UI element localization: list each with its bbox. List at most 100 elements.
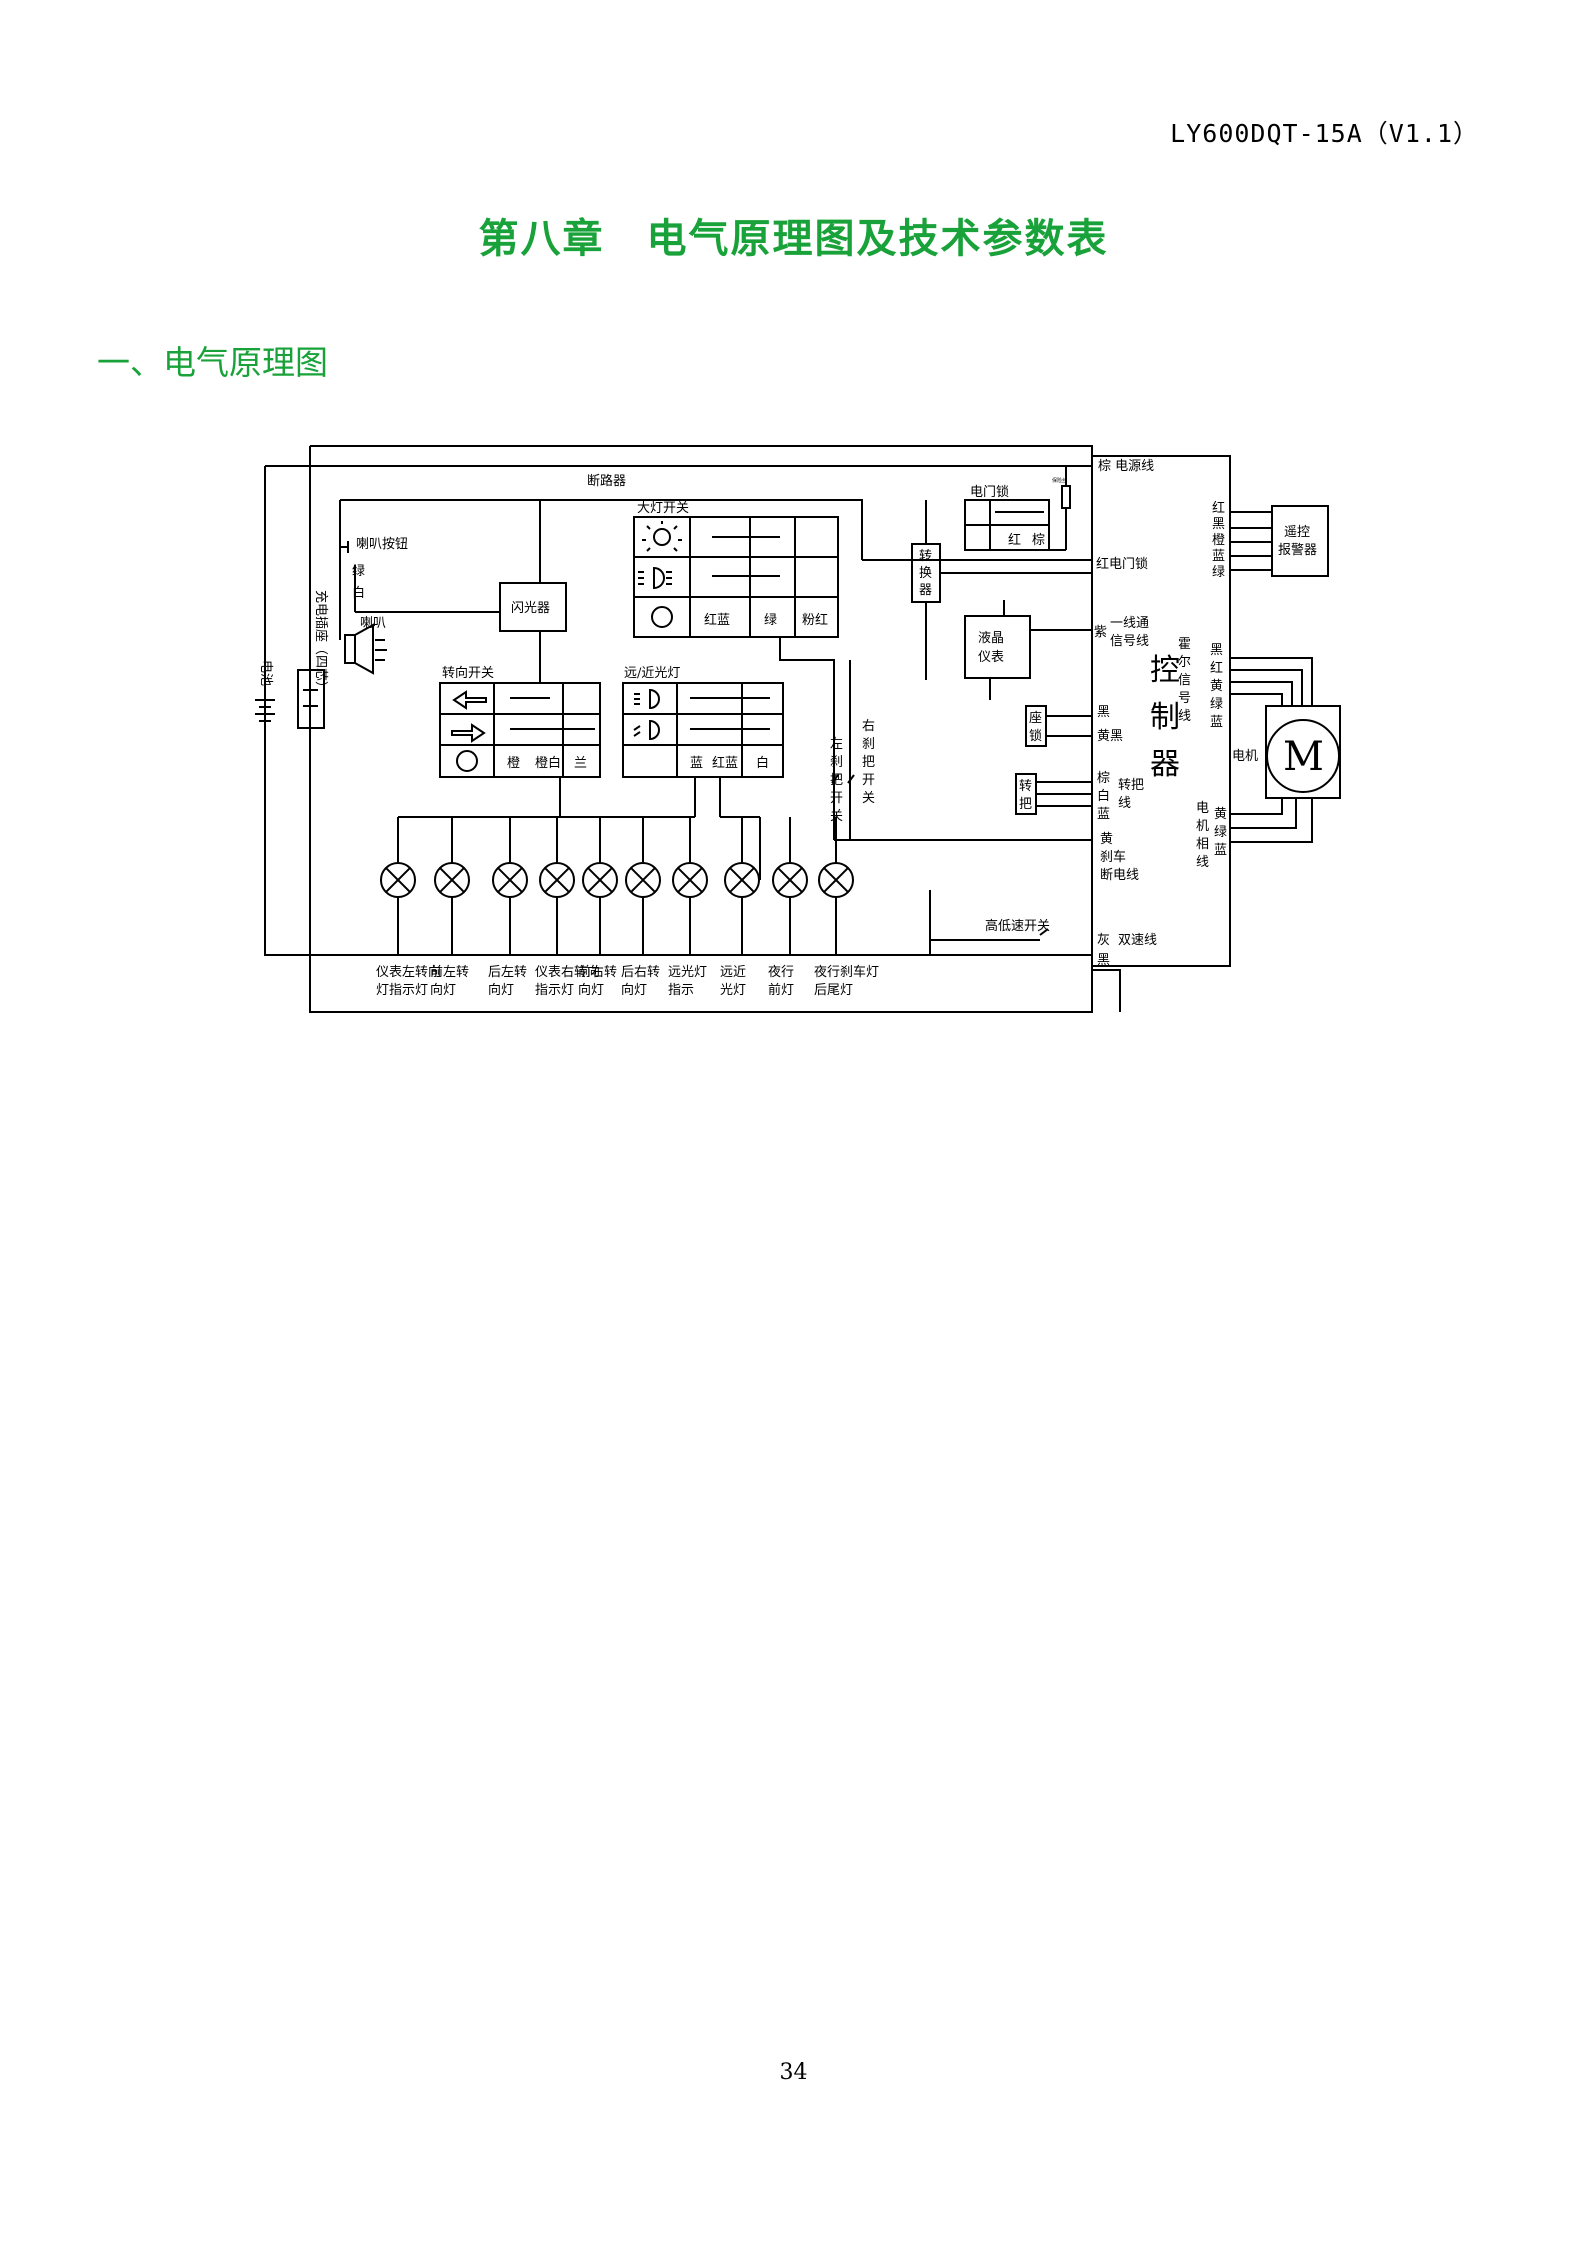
- fuse-label: 保险丝: [1052, 477, 1067, 484]
- lamp-label-9-2: 前灯: [768, 982, 794, 998]
- hall-color-3: 黄: [1210, 679, 1223, 694]
- right-brake-1: 右: [862, 719, 875, 734]
- lamp-label-2-2: 向灯: [430, 982, 456, 998]
- throttle-char-1: 转: [1019, 779, 1032, 794]
- hall-color-4: 绿: [1210, 697, 1223, 712]
- phase-label-1: 电: [1196, 801, 1209, 816]
- converter-char-2: 换: [919, 566, 932, 581]
- lamp-cross-7: [677, 867, 703, 893]
- high-beam-icon: [634, 688, 660, 710]
- headlight-off-icon: [651, 606, 673, 628]
- hall-color-2: 红: [1210, 660, 1223, 676]
- throttle-color-1: 棕: [1097, 771, 1110, 786]
- hall-label-5: 线: [1178, 709, 1191, 724]
- left-brake-5: 关: [830, 809, 843, 824]
- comm-color-label: 紫: [1094, 625, 1107, 640]
- converter-char-1: 转: [919, 549, 932, 564]
- lamp-label-3-2: 向灯: [488, 982, 514, 998]
- beam-switch-grid: [622, 682, 784, 778]
- turn-left-arrow-icon: [452, 690, 487, 710]
- lamp-label-6-2: 向灯: [621, 982, 647, 998]
- lamp-cross-1: [385, 867, 411, 893]
- lamp-cross-4: [544, 867, 570, 893]
- seat-lock-char-1: 座: [1029, 711, 1042, 726]
- lcd-meter-label-2: 仪表: [978, 650, 1004, 665]
- comm-label-1: 一线通: [1110, 616, 1149, 631]
- brake-color-label: 黄: [1100, 832, 1113, 847]
- section-heading: 一、电气原理图: [97, 343, 328, 382]
- turn-right-arrow-icon: [451, 723, 486, 743]
- seat-lock-box: [1025, 705, 1047, 747]
- door-lock-wire-red: 红: [1008, 532, 1021, 548]
- speed-switch-label: 高低速开关: [985, 918, 1050, 934]
- left-brake-2: 刹: [830, 755, 843, 770]
- hall-color-1: 黑: [1210, 643, 1223, 658]
- lamp-label-10-1: 夜行刹车灯: [814, 964, 879, 980]
- alarm-color-1: 红: [1212, 500, 1225, 516]
- lamp-label-6-1: 后右转: [621, 965, 660, 980]
- phase-label-2: 机: [1196, 819, 1209, 834]
- throttle-char-2: 把: [1019, 797, 1032, 812]
- lamp-label-5-1: 前右转: [578, 964, 617, 980]
- power-wire-label: 棕 电源线: [1098, 459, 1154, 474]
- converter-char-3: 器: [919, 583, 932, 598]
- turn-switch-grid: [439, 682, 601, 778]
- controller-char-1: 控: [1150, 653, 1180, 688]
- outer-top-wire: [309, 445, 1093, 1013]
- flasher-label: 闪光器: [511, 601, 550, 616]
- speed-wire-label: 双速线: [1118, 933, 1157, 948]
- phase-color-2: 绿: [1214, 825, 1227, 840]
- alarm-color-5: 绿: [1212, 565, 1225, 580]
- throttle-wire-label-1: 转把: [1118, 778, 1144, 793]
- left-brake-4: 开: [830, 791, 843, 806]
- motor-symbol: M: [1283, 734, 1324, 780]
- lamp-row: 仪表左转向灯指示灯前左转向灯后左转向灯仪表右转向指示灯前右转向灯后右转向灯远光灯…: [376, 817, 879, 998]
- headlight-wire-1: 红蓝: [704, 612, 730, 628]
- lamp-label-8-1: 远近: [720, 965, 746, 980]
- speed-color-2: 黑: [1097, 953, 1110, 968]
- right-brake-5: 关: [862, 791, 875, 806]
- lamp-label-4-1: 仪表右转向: [535, 964, 600, 980]
- lcd-meter-box: [964, 615, 1031, 679]
- lamp-label-2-1: 前左转: [430, 964, 469, 980]
- lcd-meter-label-1: 液晶: [978, 631, 1004, 646]
- flasher-box: [499, 582, 567, 632]
- seat-black-label: 黑: [1097, 705, 1110, 720]
- lamp-label-1-1: 仪表左转向: [376, 964, 441, 980]
- outer-left-wire: [264, 466, 1092, 956]
- lamp-cross-5: [587, 867, 613, 893]
- throttle-color-3: 蓝: [1097, 807, 1110, 822]
- speed-color-1: 灰: [1097, 933, 1110, 948]
- chapter-title: 第八章 电气原理图及技术参数表: [478, 215, 1109, 262]
- horn-label: 喇叭: [360, 616, 386, 631]
- turn-off-icon: [456, 750, 478, 772]
- alarm-color-4: 蓝: [1212, 549, 1225, 564]
- lamp-label-1-2: 灯指示灯: [376, 983, 428, 998]
- horn-wire-green: 绿: [352, 564, 365, 579]
- hall-label-3: 信: [1178, 673, 1191, 688]
- horn-icon: [344, 623, 374, 675]
- headlight-switch-grid: [633, 516, 839, 638]
- headlight-wire-3: 粉红: [802, 612, 828, 628]
- fuse-icon: [1061, 485, 1071, 509]
- remote-alarm-box: [1271, 505, 1329, 577]
- outer-bottom-wire: [1092, 969, 1121, 1012]
- headlight-wire-2: 绿: [764, 613, 777, 628]
- alarm-label-1: 遥控: [1284, 525, 1310, 540]
- left-brake-3: 把: [830, 773, 843, 788]
- alarm-color-3: 橙: [1212, 533, 1225, 548]
- controller-char-3: 器: [1150, 747, 1180, 782]
- phase-label-3: 相: [1196, 837, 1209, 852]
- right-brake-4: 开: [862, 773, 875, 788]
- lamp-cross-8: [729, 867, 755, 893]
- lamp-label-3-1: 后左转: [488, 965, 527, 980]
- horn-wire-white: 白: [352, 585, 365, 601]
- lamp-label-8-2: 光灯: [720, 983, 746, 998]
- beam-wire-3: 白: [756, 755, 769, 771]
- controller-box: [1091, 455, 1231, 967]
- right-brake-3: 把: [862, 755, 875, 770]
- headlight-switch-label: 大灯开关: [637, 501, 689, 516]
- lamp-label-9-1: 夜行: [768, 965, 794, 980]
- beam-switch-label: 远/近光灯: [624, 666, 680, 681]
- lamp-label-5-2: 向灯: [578, 982, 604, 998]
